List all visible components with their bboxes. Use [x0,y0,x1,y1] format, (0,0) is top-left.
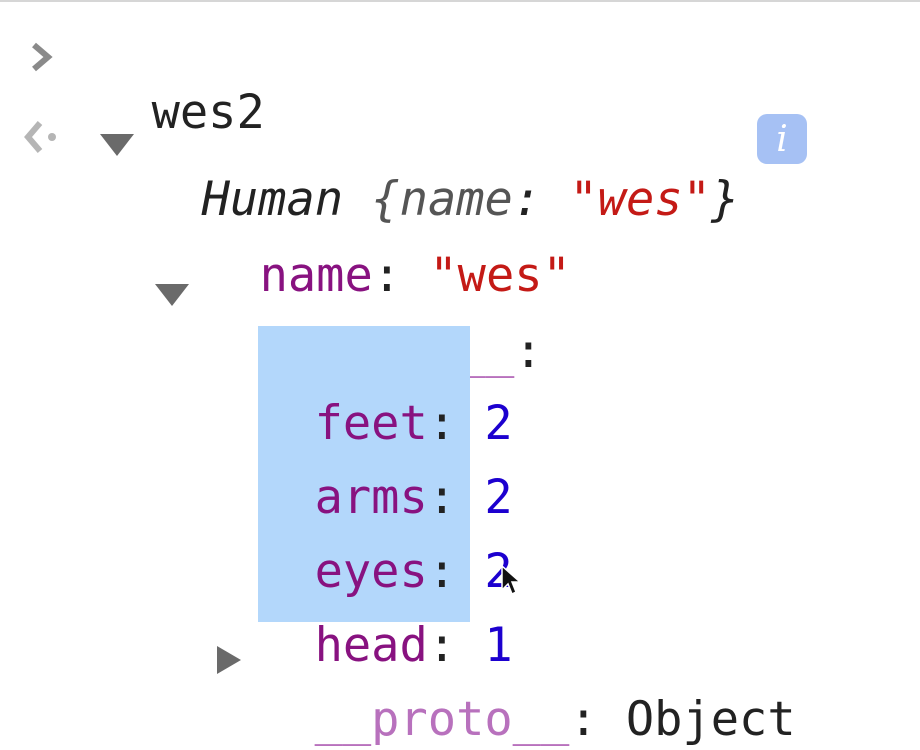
proto-row[interactable]: __proto__: [260,324,543,379]
info-icon[interactable]: i [757,114,807,164]
mouse-cursor-icon [501,564,522,596]
object-summary[interactable]: Human {name: "wes"} [201,172,740,227]
proto-property-arms: arms: 2 [314,470,513,525]
collapse-proto-triangle-icon[interactable] [155,284,189,306]
return-arrow-icon [24,121,56,153]
console-input-command: wes2 [151,85,265,140]
proto-property-feet: feet: 2 [314,396,513,451]
proto-property-eyes: eyes: 2 [314,544,513,599]
proto-property-head: head: 1 [314,618,513,673]
chevron-right-icon [32,42,53,72]
expand-triangle-icon[interactable] [100,134,134,156]
expand-nested-proto-triangle-icon[interactable] [217,646,241,674]
nested-proto-row[interactable]: __proto__: Object [314,692,796,747]
text-selection-highlight [258,326,470,622]
property-name: name: "wes" [259,248,571,303]
